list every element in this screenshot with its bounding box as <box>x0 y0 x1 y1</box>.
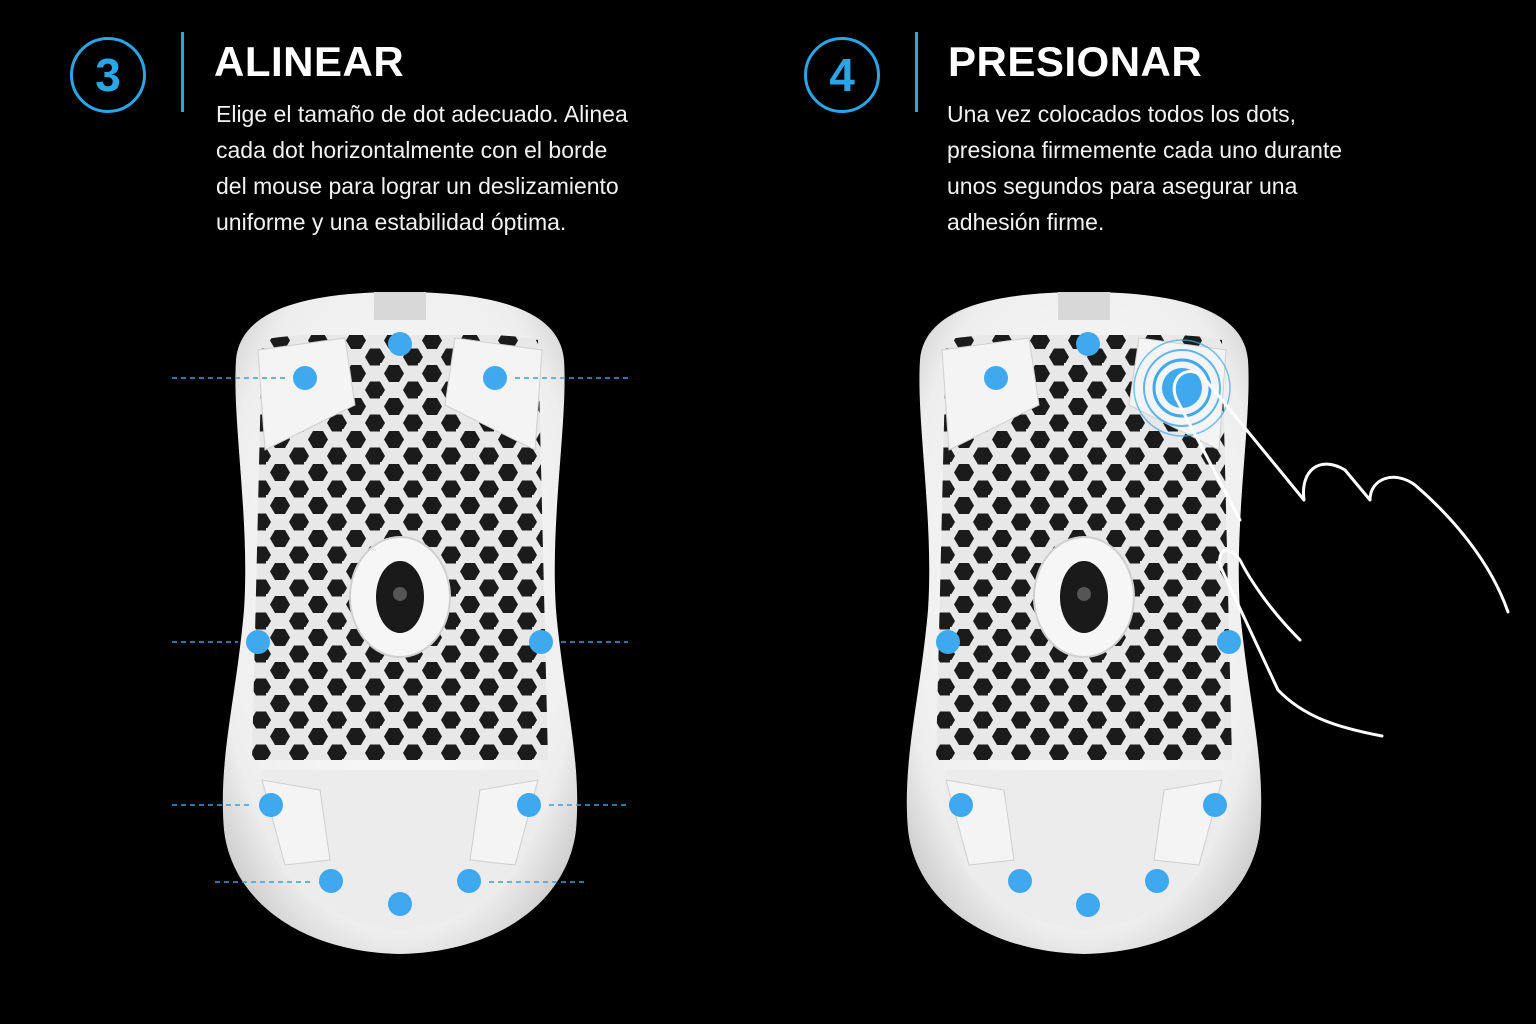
step-number-badge: 3 <box>70 37 146 113</box>
step-number-badge: 4 <box>804 37 880 113</box>
step-number: 4 <box>829 49 855 101</box>
header-divider <box>181 32 184 112</box>
mouse-bottom-align <box>172 292 628 954</box>
step-title: PRESIONAR <box>948 38 1203 85</box>
alignment-guides <box>172 377 628 883</box>
step-title: ALINEAR <box>214 38 405 85</box>
mouse-bottom-press <box>906 292 1510 954</box>
step-description: Elige el tamaño de dot adecuado. Alinea … <box>216 101 628 235</box>
step-number: 3 <box>95 49 121 101</box>
press-ripple-icon <box>1133 339 1231 437</box>
header-divider <box>915 32 918 112</box>
glide-dots <box>246 332 553 916</box>
glide-dots <box>936 332 1241 917</box>
step-description: Una vez colocados todos los dots, presio… <box>947 101 1343 235</box>
hand-pressing-icon <box>1172 370 1510 738</box>
illustration <box>172 292 1510 954</box>
